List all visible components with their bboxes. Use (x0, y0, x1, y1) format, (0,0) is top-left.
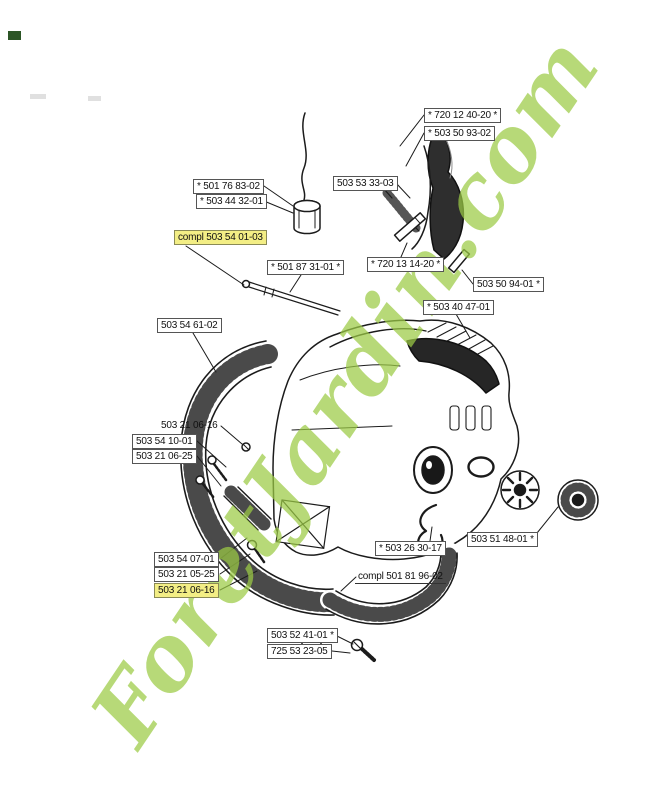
corner-mark (8, 31, 21, 40)
saw-body (272, 319, 520, 561)
pin-720-13-14-20 (393, 212, 427, 242)
part-label-720-12-40-20[interactable]: * 720 12 40-20 * (424, 108, 502, 123)
part-label-501-87-31-01[interactable]: * 501 87 31-01 * (267, 260, 345, 275)
part-label-503-40-47-01[interactable]: * 503 40 47-01 (423, 300, 494, 315)
part-label-503-54-10-01[interactable]: 503 54 10-01 (132, 434, 197, 449)
starter-rope (301, 112, 307, 201)
part-label-720-13-14-20[interactable]: * 720 13 14-20 * (367, 257, 445, 272)
scan-artifact (30, 94, 46, 99)
knob (557, 479, 599, 521)
damper (222, 483, 273, 564)
part-label-503-53-33-03[interactable]: 503 53 33-03 (333, 176, 398, 191)
bottom-screw (350, 638, 376, 662)
fuel-cap (500, 470, 540, 510)
part-label-503-21-06-25[interactable]: 503 21 06-25 (132, 449, 197, 464)
part-label-503-54-61-02[interactable]: 503 54 61-02 (157, 318, 222, 333)
o-ring (467, 456, 495, 478)
rod-501-87-31-01 (241, 279, 341, 316)
part-label-503-21-06-16-top[interactable]: 503 21 06-16 (161, 420, 218, 431)
handle-screws (195, 442, 251, 500)
part-label-503-51-48-01[interactable]: 503 51 48-01 * (467, 532, 538, 547)
part-label-compl-503-54-01-03[interactable]: compl 503 54 01-03 (174, 230, 267, 245)
part-label-503-26-30-17[interactable]: * 503 26 30-17 (375, 541, 446, 556)
leader-lines (185, 114, 559, 654)
front-handle (179, 340, 346, 616)
fuel-filter (293, 199, 321, 235)
pin-503-50-94-01 (447, 248, 471, 274)
part-label-compl-501-81-96-02[interactable]: compl 501 81 96-02 (355, 570, 446, 584)
scan-artifact (88, 96, 101, 101)
part-label-503-50-94-01[interactable]: 503 50 94-01 * (473, 277, 544, 292)
part-label-503-50-93-02[interactable]: * 503 50 93-02 (424, 126, 495, 141)
throttle-lever (411, 127, 465, 260)
part-label-503-52-41-01[interactable]: 503 52 41-01 * (267, 628, 338, 643)
part-label-503-54-07-01[interactable]: 503 54 07-01 (154, 552, 219, 567)
part-label-725-53-23-05[interactable]: 725 53 23-05 (267, 644, 332, 659)
part-label-501-76-83-02[interactable]: * 501 76 83-02 (193, 179, 264, 194)
part-label-503-44-32-01[interactable]: * 503 44 32-01 (196, 194, 267, 209)
part-label-503-21-05-25[interactable]: 503 21 05-25 (154, 567, 219, 582)
rear-handle (320, 542, 460, 625)
part-label-503-21-06-16-bottom[interactable]: 503 21 06-16 (154, 583, 219, 598)
